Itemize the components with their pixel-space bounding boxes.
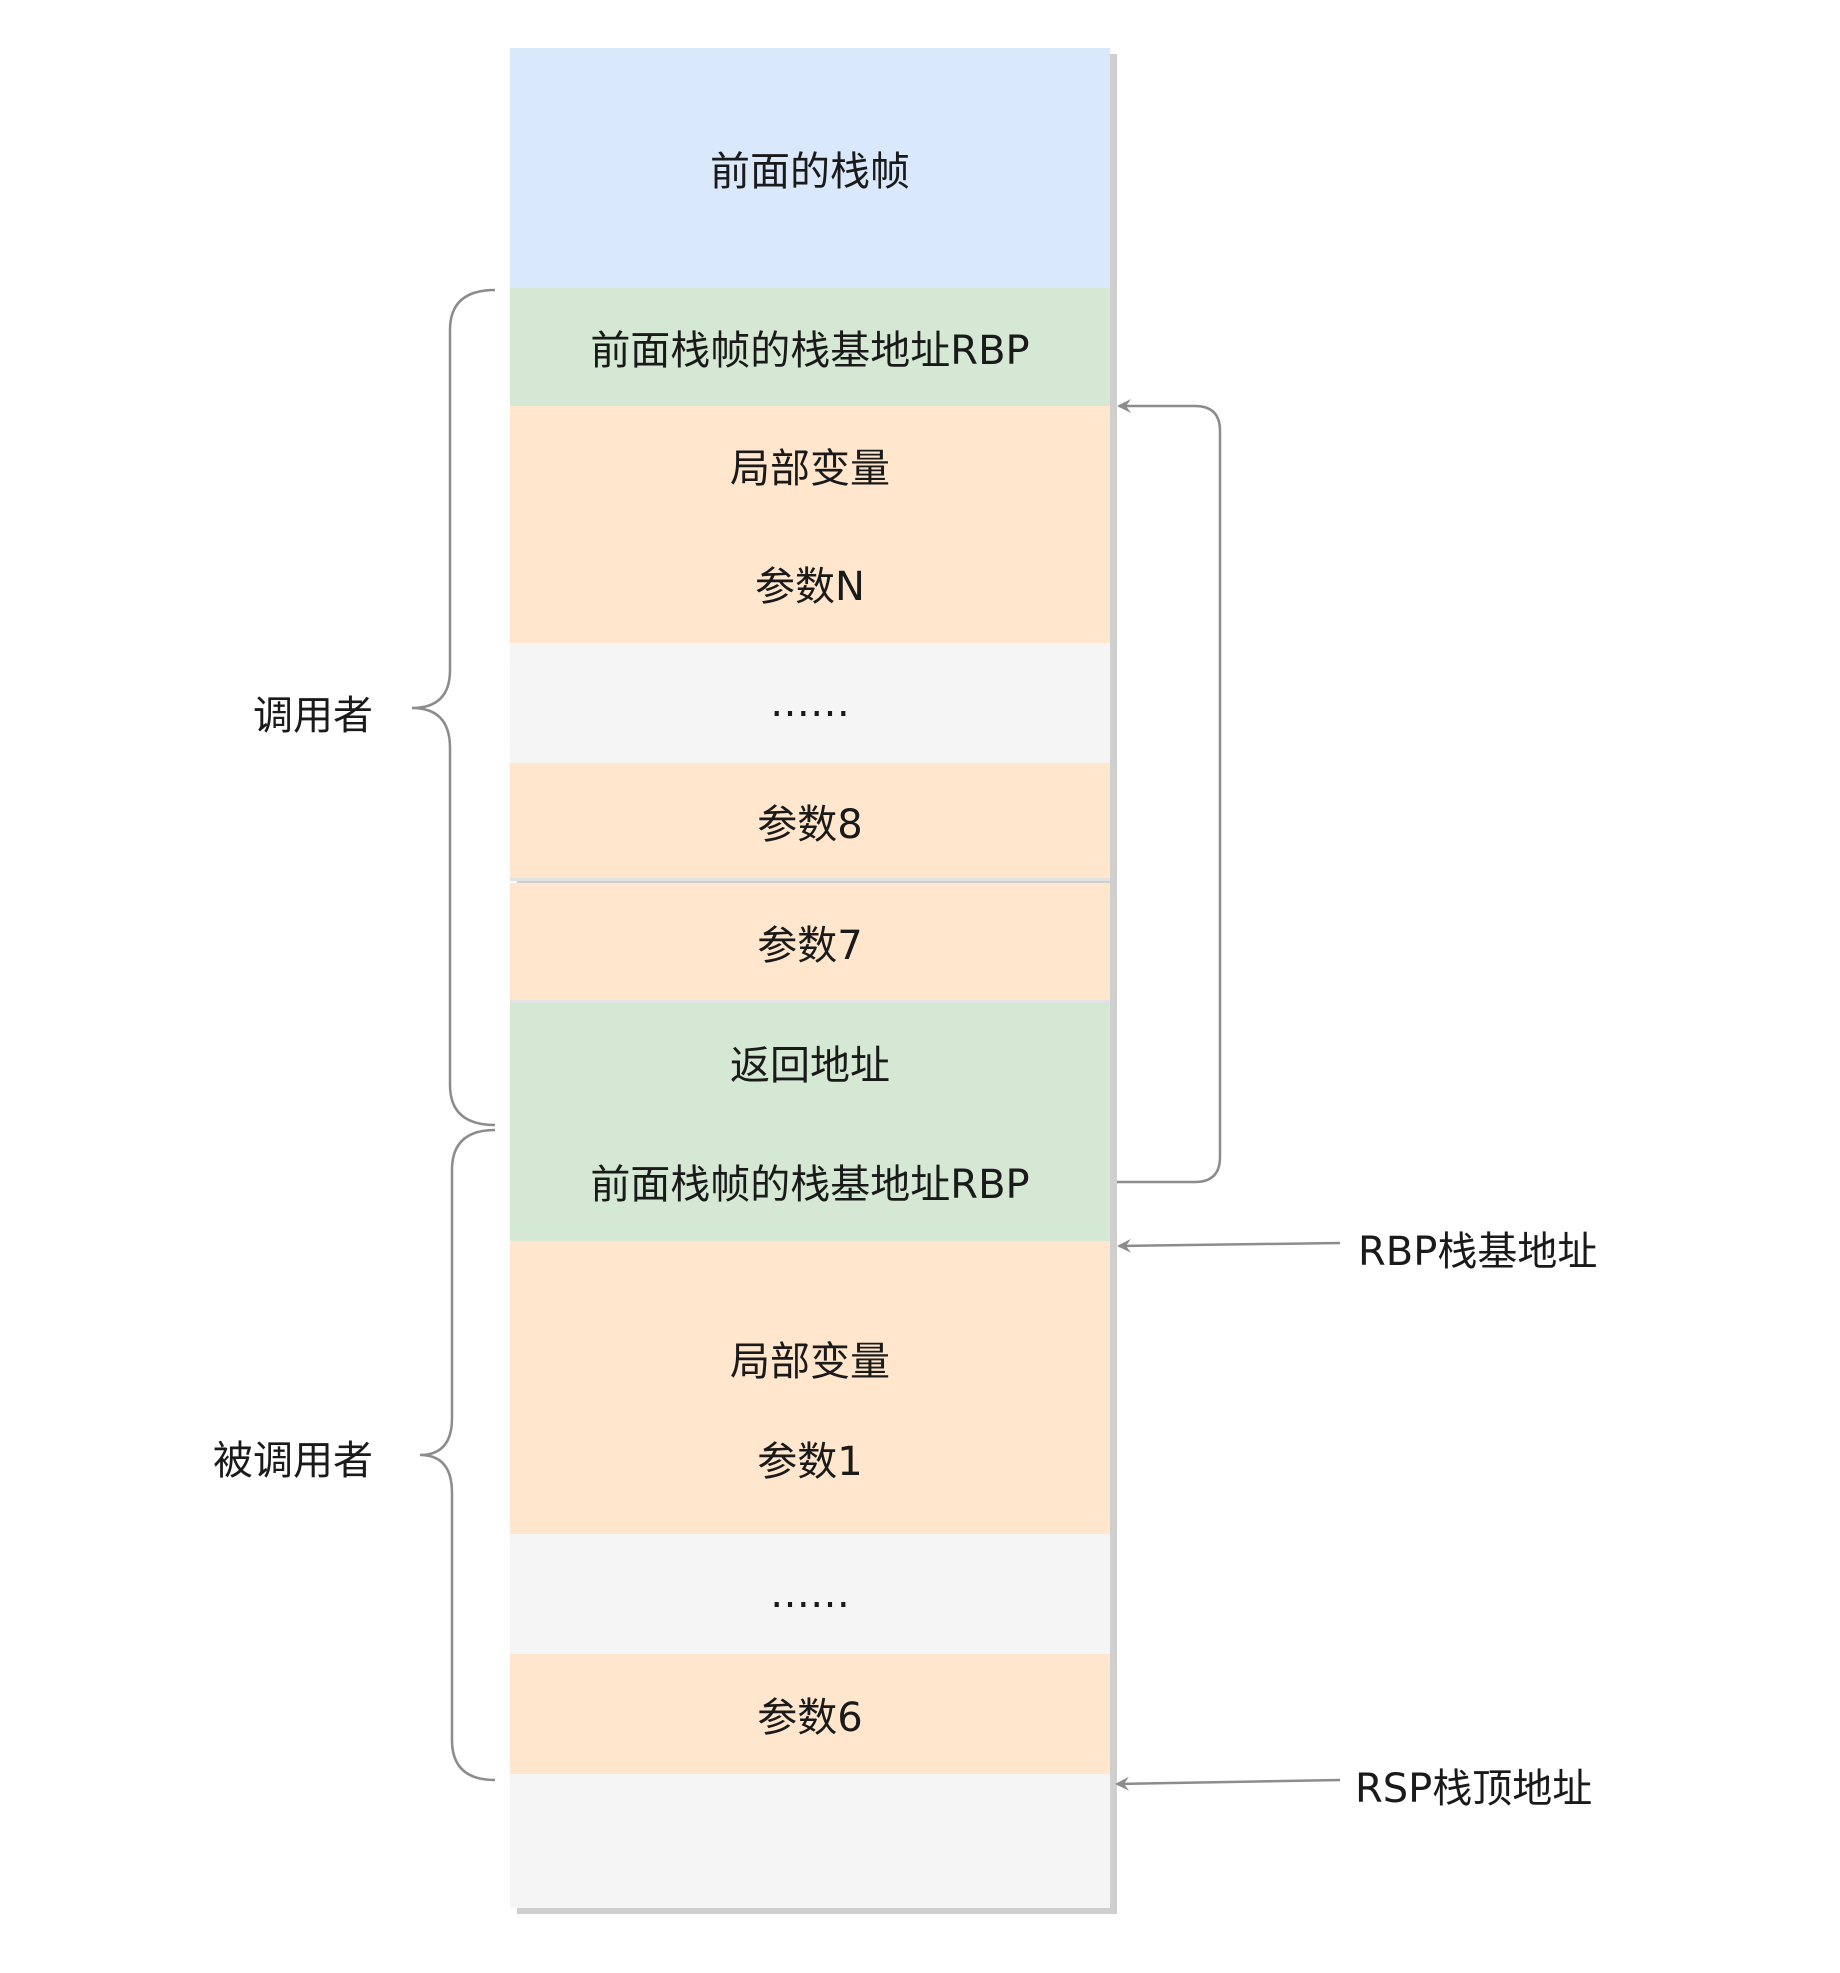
- stack-cell-callee-arg-1: 参数1: [510, 1403, 1110, 1513]
- saved-rbp-link-arrow: [1117, 399, 1222, 1184]
- stack-cell-label: 前面的栈帧: [710, 149, 910, 195]
- caller-group-label: 调用者: [253, 693, 373, 739]
- stack-cell-callee-saved-rbp: 前面栈帧的栈基地址RBP: [510, 1121, 1110, 1241]
- stack-cell-label: 局部变量: [730, 445, 890, 492]
- stack-cell-caller-arg-8: 参数8: [510, 763, 1110, 881]
- call-stack: 前面的栈帧 前面栈帧的栈基地址RBP 局部变量 参数N …… 参数8 参数7 返…: [510, 48, 1110, 1908]
- rbp-pointer-label: RBP栈基地址: [1358, 1229, 1598, 1275]
- stack-cell-label: ……: [770, 680, 850, 726]
- stack-cell-free-space: [510, 1774, 1110, 1908]
- stack-cell-label: 参数8: [757, 801, 863, 848]
- stack-cell-callee-ellipsis: ……: [510, 1534, 1110, 1654]
- stack-cell-return-address: 返回地址: [510, 1003, 1110, 1121]
- rsp-pointer-label: RSP栈顶地址: [1355, 1766, 1593, 1812]
- stack-cell-caller-arg-7: 参数7: [510, 883, 1110, 1003]
- stack-cell-caller-saved-rbp: 前面栈帧的栈基地址RBP: [510, 288, 1110, 406]
- stack-cell-label: 前面栈帧的栈基地址RBP: [590, 1162, 1030, 1208]
- stack-cell-callee-arg-6: 参数6: [510, 1654, 1110, 1774]
- caller-brace: [411, 288, 496, 1127]
- callee-brace: [419, 1128, 496, 1782]
- stack-cell-label: 参数1: [757, 1439, 863, 1485]
- stack-cell-label: ……: [770, 1571, 850, 1617]
- stack-cell-label: 前面栈帧的栈基地址RBP: [590, 328, 1030, 374]
- stack-cell-label: 参数7: [757, 922, 863, 969]
- stack-cell-prev-frames: 前面的栈帧: [510, 48, 1110, 288]
- stack-cell-label: 局部变量: [730, 1339, 890, 1385]
- stack-cell-callee-locals: 局部变量: [510, 1241, 1110, 1534]
- stack-cell-label: 返回地址: [730, 1043, 890, 1089]
- stack-cell-caller-locals: 局部变量: [510, 406, 1110, 523]
- stack-cell-caller-ellipsis: ……: [510, 643, 1110, 763]
- rsp-pointer-arrow: [1115, 1776, 1341, 1791]
- stack-cell-label: 参数N: [755, 564, 865, 610]
- rbp-pointer-arrow: [1117, 1238, 1341, 1253]
- stack-cell-caller-arg-n: 参数N: [510, 523, 1110, 643]
- stack-cell-label: 参数6: [757, 1695, 863, 1741]
- callee-group-label: 被调用者: [213, 1438, 373, 1484]
